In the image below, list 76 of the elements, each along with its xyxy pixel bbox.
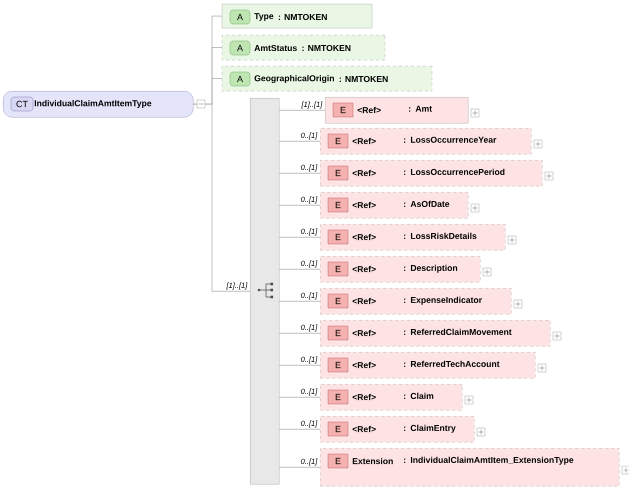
badge: E	[328, 454, 348, 468]
badge: E	[328, 326, 348, 340]
ref-label: <Ref>	[352, 330, 376, 336]
badge: E	[328, 134, 348, 148]
connector	[193, 104, 250, 292]
type-label: : ReferredClaimMovement	[404, 328, 512, 335]
element-box	[320, 320, 550, 346]
attribute-box	[222, 66, 432, 92]
complex-type-box	[3, 91, 194, 118]
element-box	[325, 97, 468, 124]
ref-label: Extension	[352, 458, 393, 464]
badge: E	[328, 262, 348, 276]
type-label: : Description	[404, 264, 458, 273]
connector	[279, 268, 320, 270]
type-label: : ClaimEntry	[404, 424, 456, 433]
badge: A	[230, 72, 250, 86]
ref-label: <Ref>	[352, 202, 376, 208]
attribute-name: GeographicalOrigin	[254, 74, 334, 84]
type-name: IndividualClaimAmtItemType	[34, 100, 152, 108]
type-label: : IndividualClaimAmtItem_ExtensionType	[404, 456, 574, 465]
ref-label: <Ref>	[352, 234, 376, 240]
attribute-box	[222, 34, 386, 60]
type-label: : NMTOKEN	[340, 76, 388, 82]
connector	[279, 364, 320, 366]
attribute-name: AmtStatus	[254, 44, 297, 52]
badge: E	[332, 102, 354, 118]
ref-label: <Ref>	[352, 394, 376, 400]
badge: E	[328, 230, 348, 244]
connector	[279, 172, 320, 174]
badge: E	[328, 358, 348, 372]
ref-label: <Ref>	[352, 298, 376, 304]
element-box	[320, 448, 620, 486]
type-label: : Claim	[404, 392, 434, 399]
badge: E	[328, 422, 348, 436]
connector	[279, 332, 320, 334]
element-box	[320, 128, 532, 154]
badge: E	[328, 294, 348, 308]
ref-label: <Ref>	[352, 138, 376, 144]
connector	[279, 236, 320, 238]
element-box	[320, 352, 536, 378]
ref-label: <Ref>	[352, 426, 376, 432]
type-label: : LossOccurrenceYear	[404, 136, 496, 143]
element-box	[320, 224, 506, 250]
type-label: : Amt	[409, 106, 432, 112]
ref-label: <Ref>	[352, 170, 376, 176]
connector	[279, 300, 320, 302]
badge: A	[230, 10, 250, 24]
attribute-name: Type	[254, 13, 274, 21]
connector	[279, 396, 320, 398]
element-box	[320, 416, 474, 442]
type-label: : AsOfDate	[404, 200, 450, 207]
element-box	[320, 192, 468, 218]
badge: A	[230, 40, 250, 56]
badge: E	[328, 166, 348, 180]
type-label: : ReferredTechAccount	[404, 360, 500, 367]
ref-label: <Ref>	[352, 362, 376, 368]
connector	[279, 204, 320, 206]
badge: E	[328, 390, 348, 404]
ref-label: <Ref>	[352, 266, 376, 272]
sequence-bar	[250, 98, 280, 484]
element-box	[320, 384, 462, 410]
type-label: : NMTOKEN	[278, 14, 327, 20]
type-label: : NMTOKEN	[302, 44, 350, 52]
badge: CT	[10, 96, 34, 112]
type-label: : LossOccurrencePeriod	[404, 168, 504, 175]
ref-label: <Ref>	[358, 106, 381, 114]
element-box	[320, 160, 542, 186]
type-label: : LossRiskDetails	[404, 232, 476, 239]
attribute-box	[222, 4, 372, 28]
connector	[279, 140, 320, 142]
connector	[279, 428, 320, 430]
element-box	[320, 256, 480, 282]
connector	[279, 466, 320, 468]
badge: E	[328, 198, 348, 212]
element-box	[320, 288, 512, 314]
type-label: : ExpenseIndicator	[404, 296, 482, 305]
